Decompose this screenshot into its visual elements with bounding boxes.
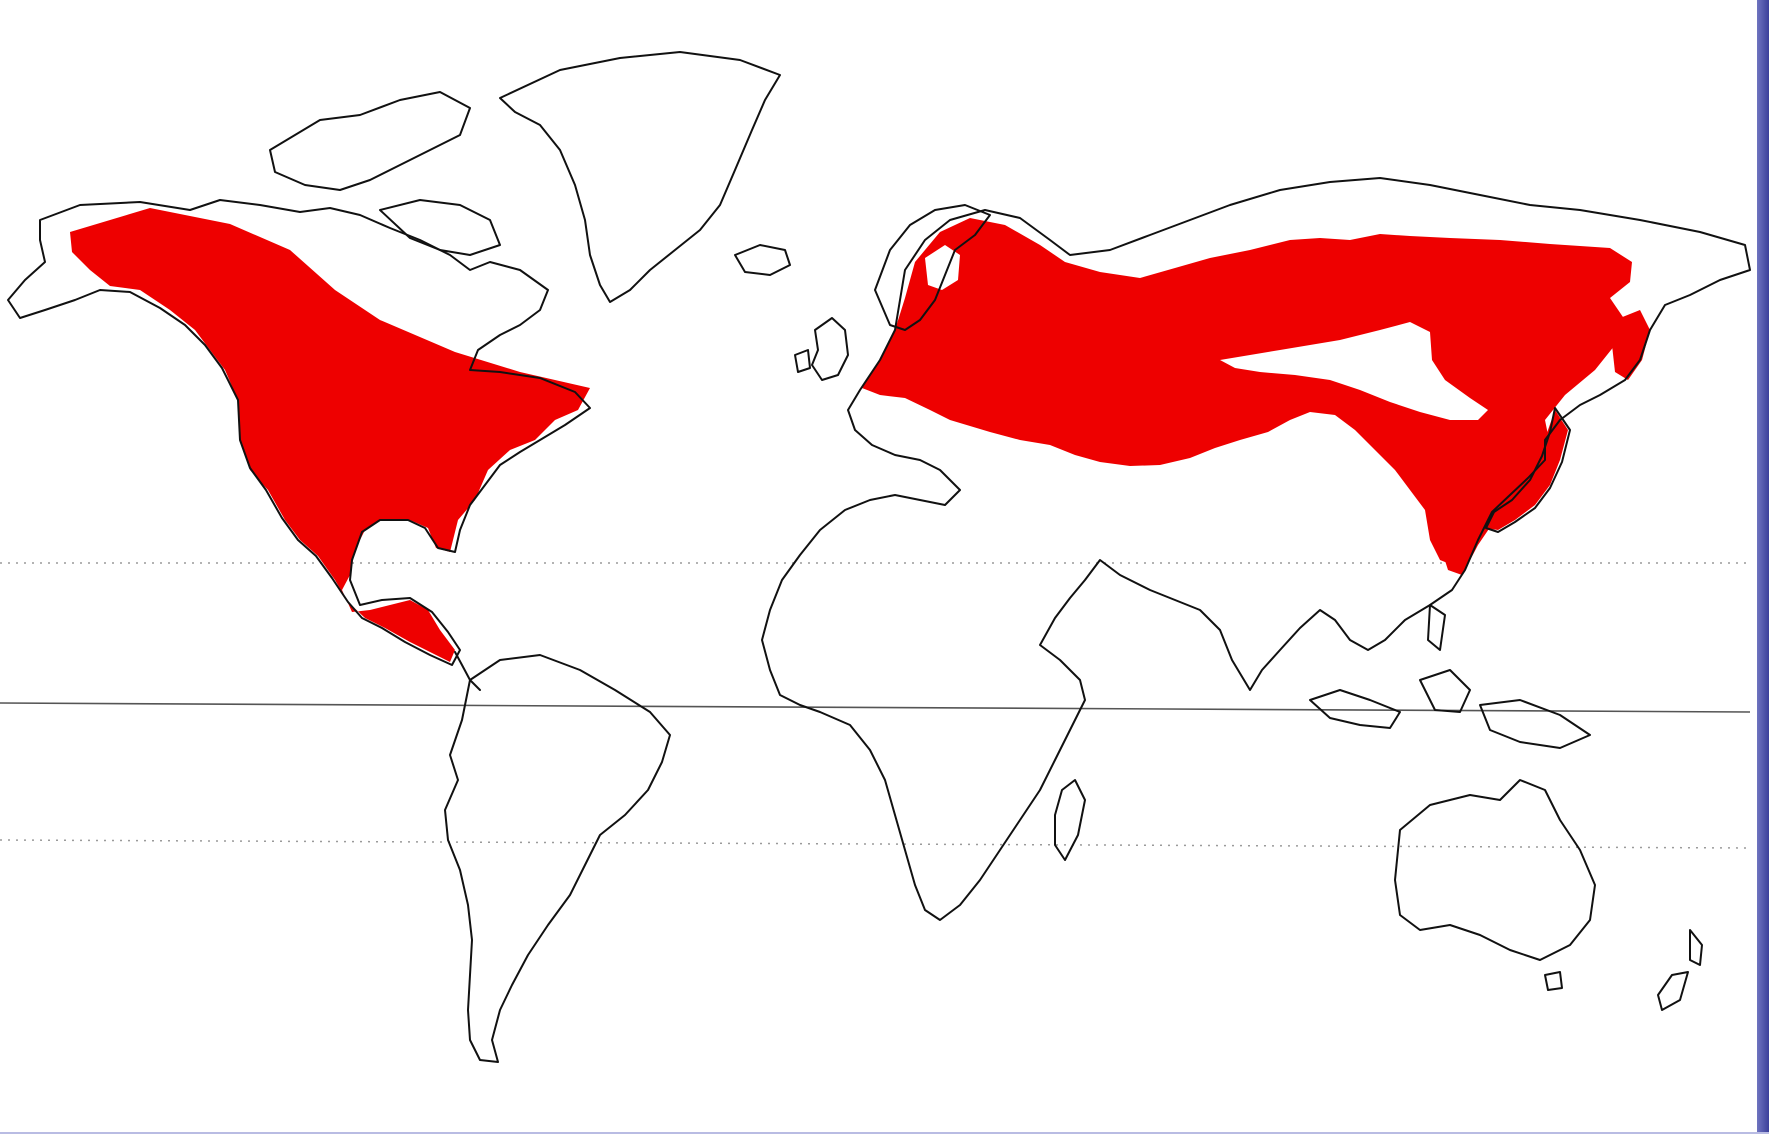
range-east-asia	[1360, 410, 1500, 575]
coast-south-america	[444, 654, 671, 1063]
frame-accent-bottom	[0, 1132, 1769, 1134]
coast-japan	[1485, 407, 1571, 533]
tropic-of-capricorn-line	[0, 839, 1751, 849]
coast-tasmania	[1544, 971, 1563, 991]
coast-central-america	[454, 651, 481, 691]
frame-accent-right	[1757, 0, 1769, 1134]
range-kamchatka	[1612, 310, 1650, 380]
coast-australia	[1394, 779, 1596, 961]
range-gaps	[925, 245, 1488, 420]
range-north-america	[70, 208, 590, 662]
coast-madagascar	[1054, 779, 1086, 861]
coast-scandinavia	[874, 204, 991, 331]
coast-iceland	[734, 244, 791, 276]
equator-line	[0, 702, 1751, 713]
coast-se-asia-islands	[1309, 604, 1591, 749]
coast-new-zealand	[1657, 929, 1703, 1011]
coast-eurasia-africa	[761, 177, 1751, 921]
coast-north-america	[7, 199, 591, 666]
coastlines	[7, 51, 1751, 1063]
coast-arctic-islands	[269, 91, 501, 256]
coast-greenland	[499, 51, 781, 303]
coast-britain	[794, 317, 849, 381]
